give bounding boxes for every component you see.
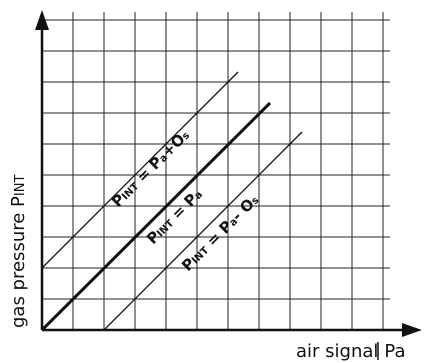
y-axis-arrow bbox=[35, 10, 49, 30]
line-offset-minus bbox=[103, 131, 303, 331]
y-axis-title: gas pressure PINT bbox=[8, 175, 29, 328]
x-axis-arrow bbox=[402, 323, 422, 337]
line-equal bbox=[40, 101, 272, 332]
grid bbox=[42, 12, 390, 330]
line-offset-plus bbox=[41, 71, 239, 269]
